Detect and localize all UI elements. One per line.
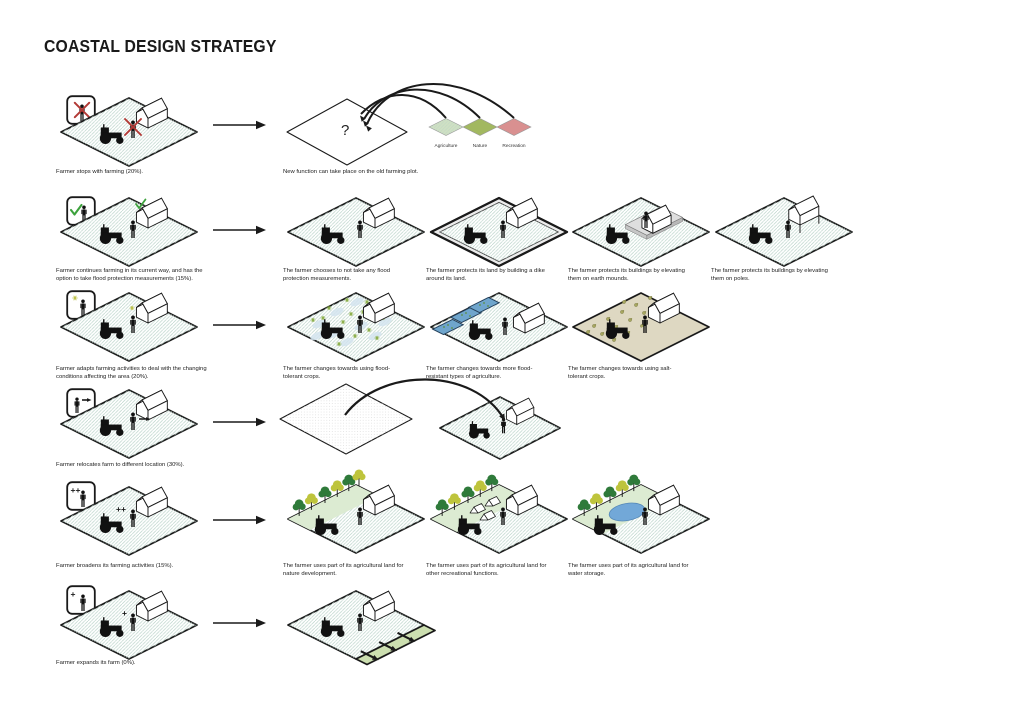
- caption: The farmer uses part of its agricultural…: [283, 563, 404, 577]
- question-mark: ?: [341, 122, 349, 139]
- row-2-outcome-1-diagram: The farmer chooses to not take any flood…: [281, 177, 431, 282]
- row-2-main-diagram: Farmer continues farming in its current …: [54, 177, 204, 282]
- option-label: Recreation: [502, 143, 526, 149]
- row-3-outcome-2-diagram: The farmer changes towards more flood-re…: [424, 272, 574, 380]
- row-3-outcome-1-diagram: The farmer changes towards using flood-t…: [281, 272, 431, 380]
- arrow-right-icon: [211, 221, 267, 239]
- option-label: Nature: [473, 143, 488, 149]
- svg-text:+: +: [71, 589, 76, 599]
- caption: Farmer continues farming in its current …: [56, 268, 203, 282]
- row-2-outcome-3-diagram: The farmer protects its buildings by ele…: [566, 177, 716, 282]
- arrow-right-icon: [211, 116, 267, 134]
- row-2-outcome-4-diagram: The farmer protects its buildings by ele…: [709, 177, 859, 282]
- arrow-right-icon: [211, 511, 267, 529]
- svg-text:++: ++: [71, 485, 81, 495]
- caption: The farmer changes towards more flood-re…: [426, 366, 533, 380]
- row-6-outcome-1-diagram: [281, 570, 441, 675]
- caption: The farmer chooses to not take any flood…: [283, 268, 391, 282]
- caption: Farmer stops with farming (20%).: [56, 169, 144, 175]
- caption: Farmer expands its farm (0%).: [56, 660, 136, 666]
- row-4-main-diagram: Farmer relocates farm to different locat…: [54, 369, 204, 469]
- page-title: COASTAL DESIGN STRATEGY: [44, 36, 277, 56]
- row-5-outcome-2-diagram: The farmer uses part of its agricultural…: [424, 451, 574, 577]
- caption: Farmer relocates farm to different locat…: [56, 462, 185, 468]
- caption: The farmer changes towards using salt-to…: [568, 366, 672, 380]
- caption: The farmer protects its buildings by ele…: [711, 268, 828, 282]
- farmer-adapt-icon: [66, 290, 96, 320]
- caption: The farmer uses part of its agricultural…: [568, 563, 689, 577]
- row-3-outcome-3-diagram: The farmer changes towards using salt-to…: [566, 272, 716, 380]
- caption: New function can take place on the old f…: [283, 169, 419, 175]
- row-6-main-diagram: + Farmer expands its farm (0%).: [54, 570, 204, 670]
- arrow-right-icon: [211, 413, 267, 431]
- farmer-broaden-icon: ++: [66, 481, 96, 511]
- row-5-outcome-1-diagram: The farmer uses part of its agricultural…: [281, 451, 431, 577]
- row-3-main-diagram: Farmer adapts farming activities to deal…: [54, 272, 207, 380]
- row-2-outcome-2-diagram: The farmer protects its land by building…: [424, 177, 574, 282]
- row-4-outcome-1-diagram: [279, 369, 581, 474]
- farmer-expand-icon: +: [66, 585, 96, 615]
- arrow-right-icon: [211, 316, 267, 334]
- row-5-outcome-3-diagram: The farmer uses part of its agricultural…: [566, 451, 716, 577]
- caption: Farmer broadens its farming activities (…: [56, 563, 174, 569]
- caption: The farmer protects its buildings by ele…: [568, 268, 685, 282]
- caption: The farmer changes towards using flood-t…: [283, 366, 391, 380]
- farmer-stop-icon: [66, 95, 96, 125]
- row-5-main-diagram: ++ Farmer broadens its farming activities…: [54, 466, 204, 569]
- svg-text:+: +: [122, 608, 127, 618]
- arrow-right-icon: [211, 614, 267, 632]
- svg-text:++: ++: [116, 504, 126, 514]
- caption: The farmer uses part of its agricultural…: [426, 563, 547, 577]
- caption: Farmer adapts farming activities to deal…: [56, 366, 207, 380]
- option-label: Agriculture: [435, 143, 458, 149]
- row-1-main-diagram: Farmer stops with farming (20%).: [54, 77, 204, 177]
- caption: The farmer protects its land by building…: [426, 268, 545, 282]
